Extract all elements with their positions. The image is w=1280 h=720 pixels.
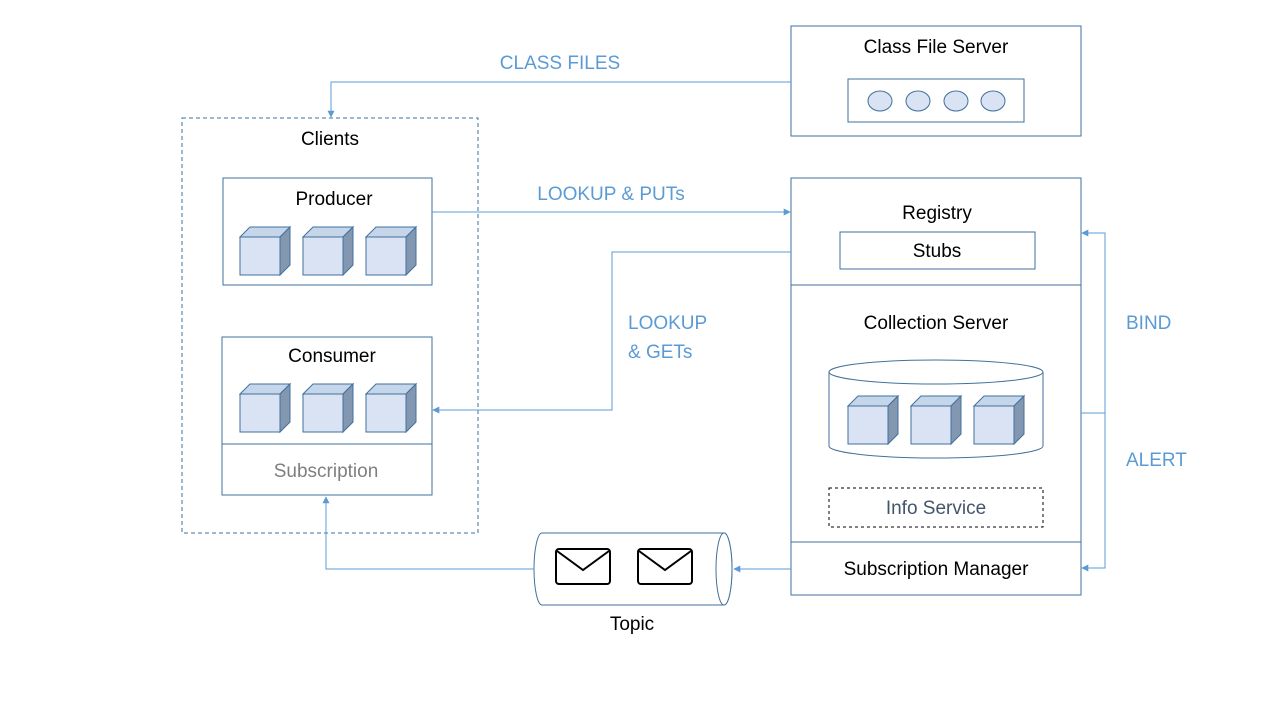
clients-title: Clients [301,129,359,150]
class-file-dot [905,90,931,112]
clients-group: Clients Producer Consumer Subscription [181,117,479,534]
lookup-gets-label-line1: LOOKUP [628,313,707,334]
info-service-box [828,487,1044,528]
producer-cube [239,226,291,276]
alert-label: ALERT [1126,450,1187,471]
stubs-label: Stubs [913,241,962,262]
lookup-puts-label: LOOKUP & PUTs [537,184,684,205]
lookup-gets-label-line2: & GETs [628,342,692,363]
consumer-cube [302,383,354,433]
topic-label: Topic [610,614,654,635]
class-files-label: CLASS FILES [500,53,620,74]
collection-cube [847,395,899,445]
class-file-server: Class File Server [790,25,1082,137]
consumer-box: Consumer [221,336,433,445]
class-file-dot [867,90,893,112]
bind-arrow [1081,229,1106,414]
bind-label: BIND [1126,313,1171,334]
class-file-server-title: Class File Server [864,37,1009,58]
producer-cube [302,226,354,276]
topic-queue: Topic [533,532,733,635]
stubs-box [839,231,1036,270]
message-envelope-icon [637,548,693,585]
class-file-dot [943,90,969,112]
producer-box: Producer [222,177,433,286]
lookup-gets-arrow [432,251,791,414]
producer-cube [365,226,417,276]
consumer-title: Consumer [288,346,376,367]
subscription-manager-title: Subscription Manager [844,559,1029,580]
producer-title: Producer [295,189,373,210]
subscription-box: Subscription [221,443,433,496]
message-envelope-icon [555,548,611,585]
database-cylinder [828,359,1044,459]
class-files-arrow [327,81,791,118]
consumer-cube [365,383,417,433]
class-file-dot [980,90,1006,112]
subscription-manager-box: Subscription Manager [790,541,1082,596]
collection-server-title: Collection Server [864,313,1009,334]
registry-box: Registry Stubs [790,177,1082,286]
topic-to-subscription-arrow [322,496,534,570]
alert-arrow [1081,413,1106,572]
collection-cube [973,395,1025,445]
collection-server-box: Collection Server Info Service [790,284,1082,543]
info-service-label: Info Service [886,498,986,519]
collection-cube [910,395,962,445]
subscription-label: Subscription [274,461,379,482]
consumer-cube [239,383,291,433]
registry-title: Registry [902,203,972,224]
